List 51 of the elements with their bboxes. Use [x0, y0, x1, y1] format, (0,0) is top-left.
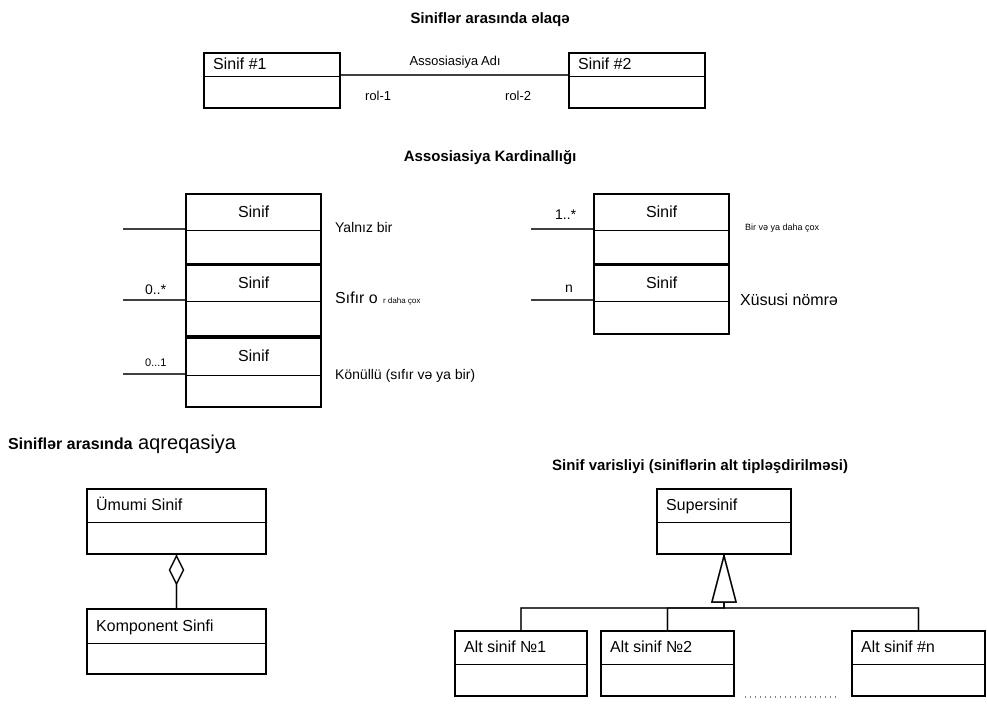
class-box	[203, 52, 341, 109]
class-box	[185, 264, 322, 337]
class-box	[86, 608, 267, 675]
association-line	[123, 299, 185, 301]
class-name: Sinif	[238, 204, 270, 222]
class-name: Sinif	[238, 348, 270, 366]
role-label: rol-2	[505, 88, 532, 103]
class-box	[656, 488, 792, 555]
multiplicity-label: 0..*	[145, 281, 166, 297]
generalization-arrow	[711, 555, 920, 630]
class-box	[185, 337, 322, 408]
multiplicity-label: 1..*	[555, 206, 576, 222]
multiplicity-description: Bir və ya daha çox	[745, 222, 820, 232]
section-heading: Siniflər arasında əlaqə	[410, 10, 570, 27]
class-box	[454, 630, 588, 697]
class-box	[185, 193, 322, 265]
section-heading: Assosiasiya Kardinallığı	[404, 148, 576, 165]
class-name: Sinif	[646, 274, 678, 292]
class-name: Sinif	[646, 204, 678, 222]
class-box	[593, 193, 730, 265]
multiplicity-description: Yalnız bir	[335, 219, 392, 235]
section-heading: Siniflər arasında aqreqasiya	[8, 432, 236, 455]
class-name: Sinif #1	[213, 56, 266, 74]
class-box	[86, 488, 267, 555]
role-label: rol-1	[365, 88, 392, 103]
association-line	[341, 74, 568, 76]
class-name: Sinif #2	[578, 56, 632, 74]
multiplicity-description: Xüsusi nömrə	[740, 292, 838, 310]
class-name: Alt sinif №1	[464, 639, 546, 657]
class-box	[568, 52, 706, 109]
association-line	[531, 299, 593, 301]
class-name: Alt sinif №2	[610, 639, 692, 657]
multiplicity-description: Sıfır o	[335, 290, 378, 308]
association-line	[123, 228, 185, 230]
class-name: Supersinif	[666, 497, 738, 515]
multiplicity-description: Könüllü (sıfır və ya bir)	[335, 366, 476, 382]
class-box	[600, 630, 735, 697]
class-name: Sinif	[238, 274, 270, 292]
class-box	[593, 264, 730, 335]
multiplicity-description: r daha çox	[383, 296, 420, 305]
multiplicity-label: 0...1	[145, 357, 166, 369]
class-name: Komponent Sinfi	[96, 618, 214, 636]
edge-label: Assosiasiya Adı	[409, 53, 501, 68]
class-box	[851, 630, 986, 697]
section-heading: Sinif varisliyi (siniflərin alt tipləşdirilməsi)	[552, 457, 848, 474]
class-name: Alt sinif #n	[861, 639, 935, 657]
association-line	[123, 373, 185, 375]
class-name: Ümumi Sinif	[96, 497, 182, 515]
multiplicity-label: n	[565, 279, 573, 295]
association-line	[531, 228, 593, 230]
aggregation-connector	[168, 555, 184, 608]
